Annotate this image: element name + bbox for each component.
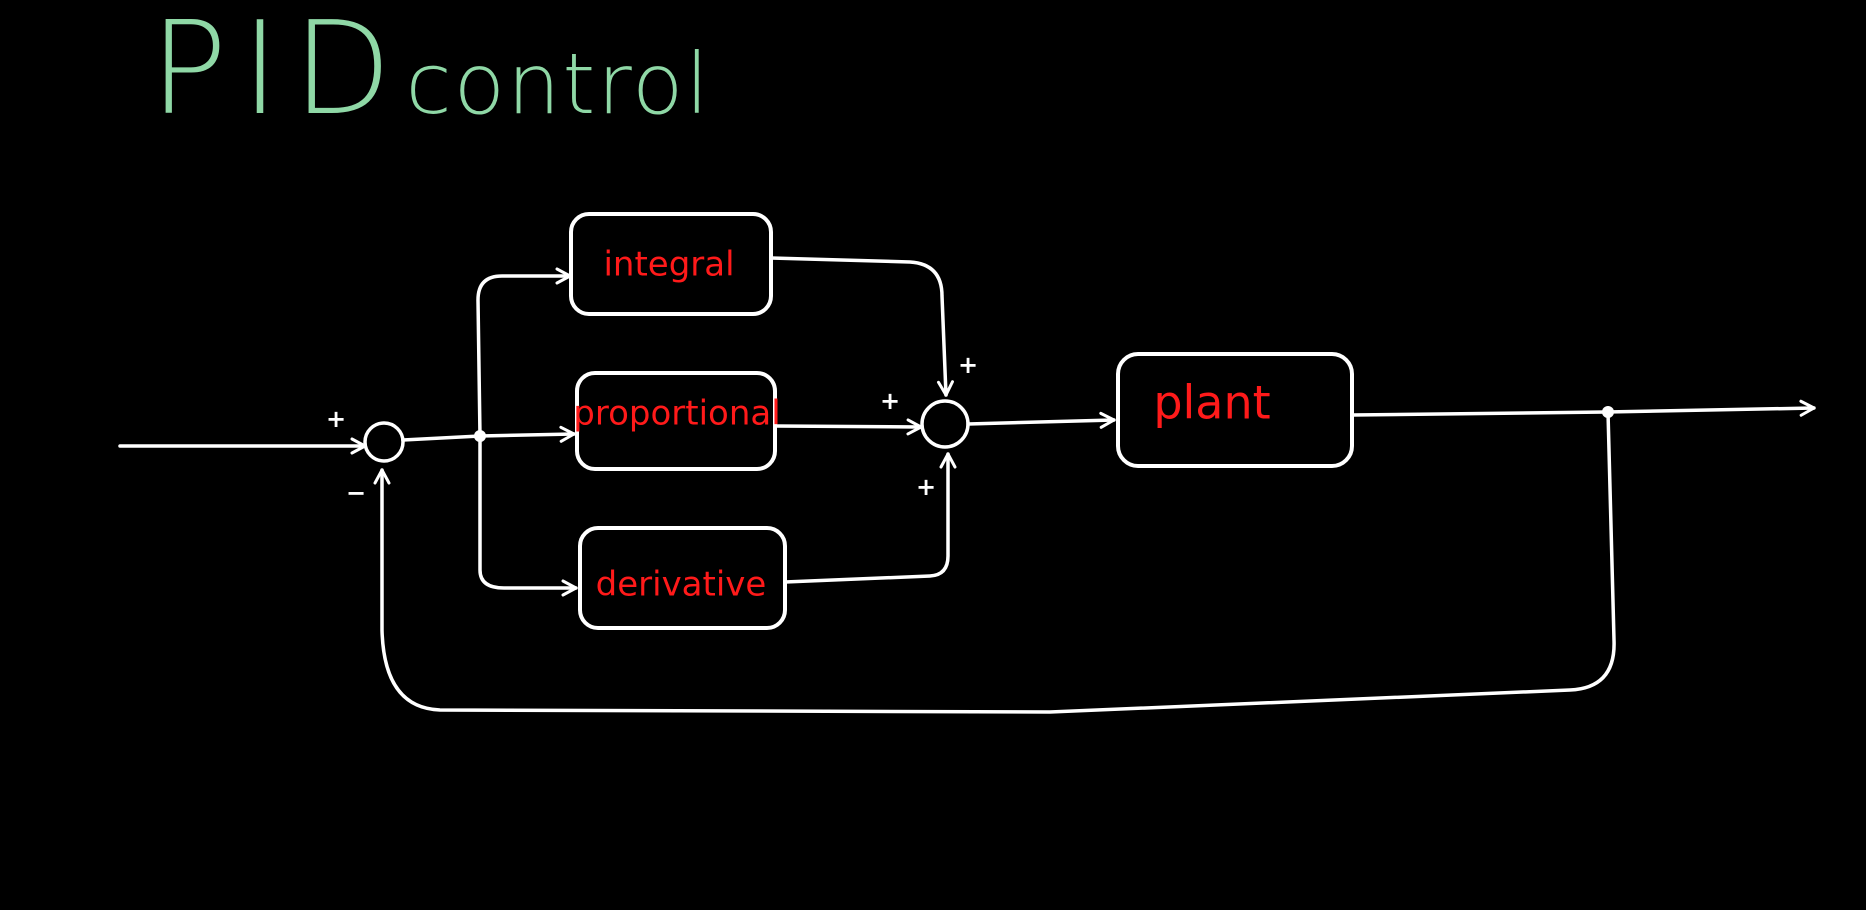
error-signal-line — [401, 434, 482, 442]
diagram-title: PIDcontrol — [150, 6, 711, 134]
title-sub: control — [405, 35, 711, 133]
plant-label: plant — [1153, 376, 1270, 430]
branch-to-derivative — [478, 434, 578, 597]
title-main: PID — [150, 0, 406, 144]
derivative-label: derivative — [596, 565, 767, 605]
branch-to-integral — [476, 267, 572, 438]
integral-block — [569, 212, 773, 316]
proportional-block — [575, 371, 777, 471]
integral-output-line — [769, 256, 954, 397]
derivative-output-line — [783, 452, 957, 584]
error-summing-junction — [363, 421, 405, 463]
proportional-output-line — [773, 418, 923, 436]
error-sum-plus-sign: + — [326, 405, 346, 433]
branch-to-proportional — [478, 425, 576, 443]
error-sum-minus-sign: − — [346, 479, 366, 507]
derivative-block — [578, 526, 787, 630]
control-signal-line — [966, 411, 1116, 429]
plant-output-line — [1350, 399, 1816, 417]
controller-sum-left-sign: + — [880, 387, 900, 415]
feedback-loop-line — [373, 410, 1616, 714]
controller-sum-top-sign: + — [958, 351, 978, 379]
integral-label: integral — [603, 245, 734, 285]
plant-block — [1116, 352, 1354, 468]
controller-sum-bottom-sign: + — [916, 473, 936, 501]
controller-summing-junction — [920, 399, 970, 449]
proportional-label: proportional — [573, 394, 780, 434]
